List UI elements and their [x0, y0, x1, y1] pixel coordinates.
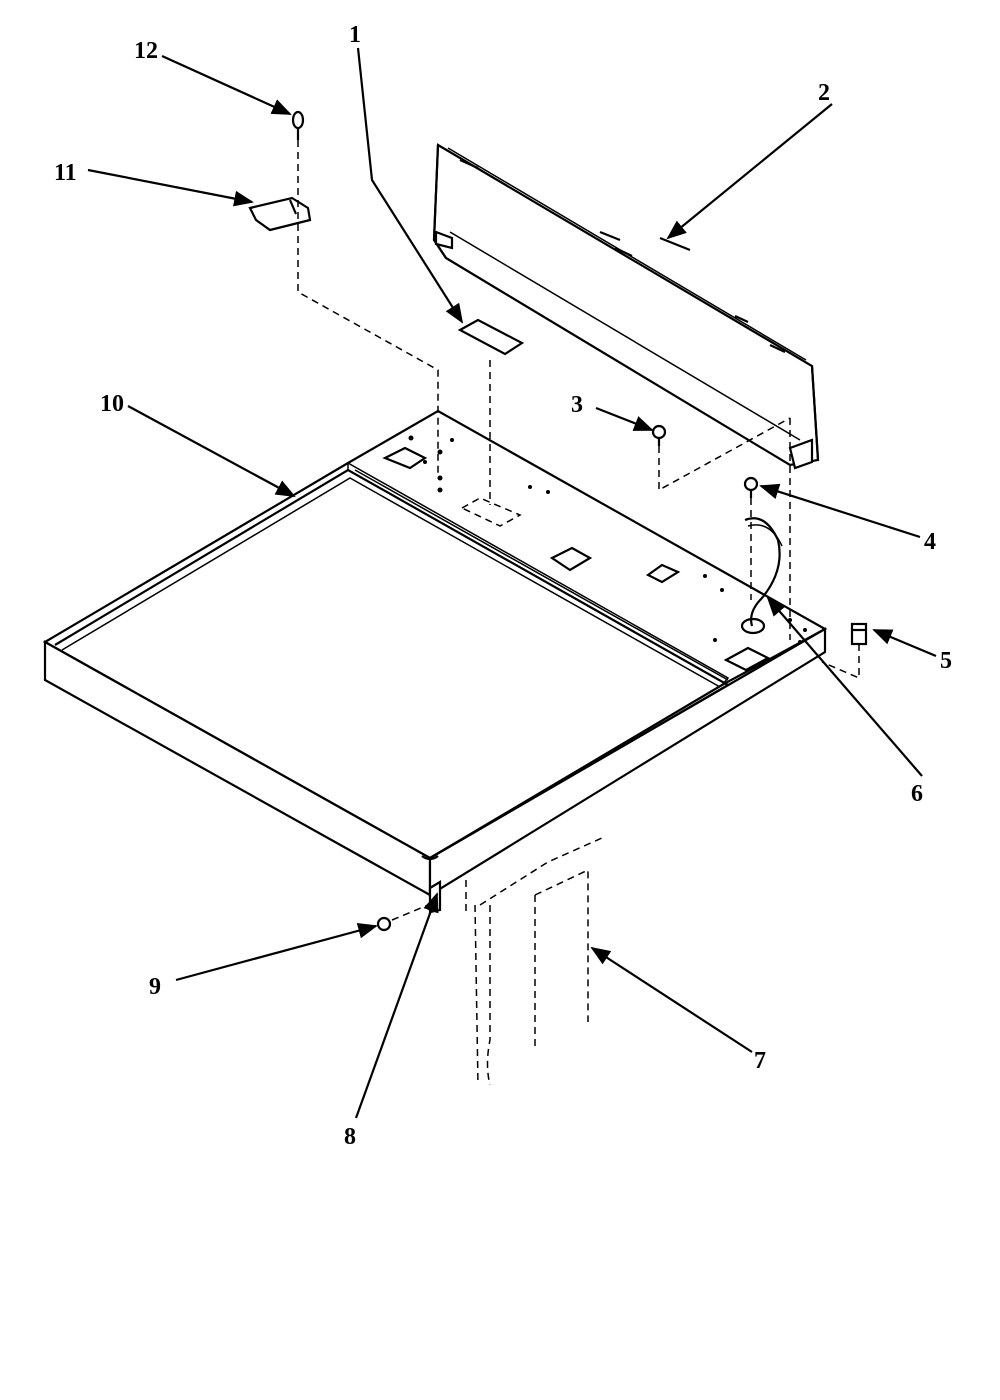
callout-11: 11 [54, 160, 77, 186]
side-panel-part-7 [465, 837, 603, 1086]
callout-4: 4 [924, 529, 936, 555]
callout-2: 2 [818, 80, 830, 106]
callout-9: 9 [149, 974, 161, 1000]
callout-12: 12 [134, 38, 158, 64]
screw-part-3 [651, 424, 667, 446]
callout-labels: 1 2 3 4 5 6 7 8 9 10 11 12 [54, 22, 952, 1150]
cabinet-top-part-10 [42, 409, 828, 897]
callout-5: 5 [940, 648, 952, 674]
callout-1: 1 [349, 22, 361, 48]
screw-part-4 [743, 476, 759, 498]
hose-part-6 [744, 517, 781, 627]
backsplash-part-2 [432, 143, 820, 470]
screw-part-9 [376, 916, 392, 932]
callout-6: 6 [911, 781, 923, 807]
assembly-lines [297, 140, 860, 921]
callout-3: 3 [571, 392, 583, 418]
callout-7: 7 [754, 1048, 766, 1074]
callout-10: 10 [100, 391, 124, 417]
leader-arrows [87, 47, 937, 1119]
clip-part-5 [850, 622, 868, 646]
hinge-part-11 [248, 196, 312, 232]
callout-8: 8 [344, 1124, 356, 1150]
screw-part-12 [291, 110, 305, 140]
label-part-1 [457, 318, 525, 356]
